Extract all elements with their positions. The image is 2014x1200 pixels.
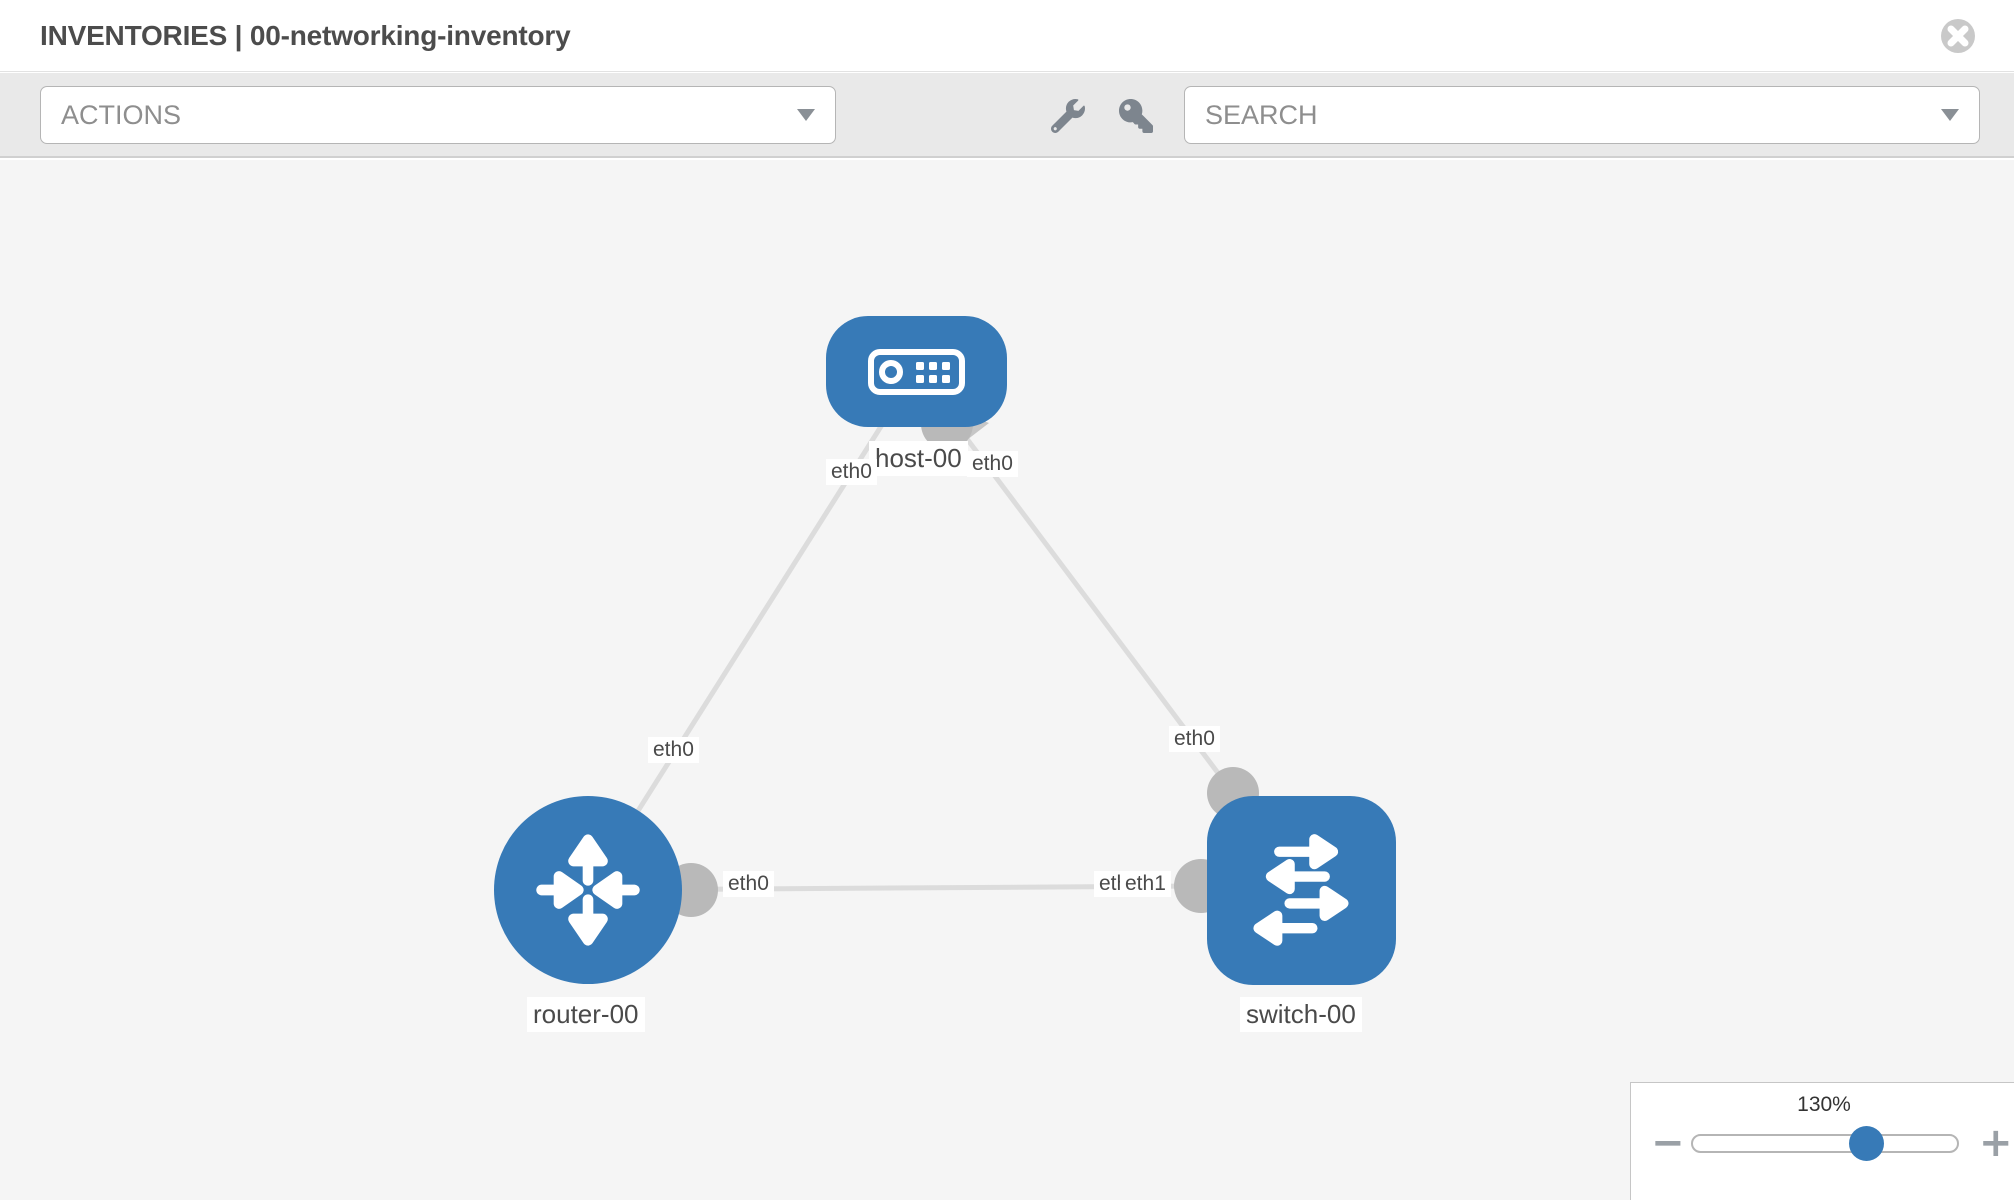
- router-icon: [536, 834, 640, 946]
- zoom-slider[interactable]: [1691, 1126, 1959, 1161]
- search-dropdown-label: SEARCH: [1205, 99, 1318, 130]
- topology-links-layer: [585, 369, 1259, 917]
- interface-label: eth0: [648, 737, 699, 763]
- search-dropdown[interactable]: SEARCH: [1184, 86, 1980, 144]
- topology-canvas[interactable]: host-00 router-00 switch-00 eth0 eth0 et…: [0, 160, 2014, 1200]
- zoom-level-value: 130%: [1797, 1093, 1851, 1116]
- interface-label: eth0: [1169, 726, 1220, 752]
- header-bar: INVENTORIES | 00-networking-inventory: [0, 0, 2014, 72]
- node-router-00[interactable]: [494, 796, 682, 984]
- interface-label: eth0: [826, 459, 877, 485]
- chevron-down-icon: [797, 109, 815, 121]
- page-title: INVENTORIES | 00-networking-inventory: [40, 20, 571, 51]
- zoom-in-button[interactable]: +: [1979, 1120, 2013, 1166]
- zoom-slider-thumb[interactable]: [1849, 1126, 1884, 1161]
- interface-label: eth1: [1120, 871, 1171, 897]
- credentials-button[interactable]: [1117, 97, 1155, 135]
- node-switch-00[interactable]: [1207, 796, 1396, 985]
- close-button[interactable]: [1939, 17, 1977, 55]
- zoom-out-button[interactable]: −: [1651, 1120, 1685, 1166]
- key-icon: [1119, 99, 1153, 133]
- wrench-icon: [1051, 99, 1085, 133]
- host-icon: [868, 348, 965, 395]
- interface-label: eth0: [967, 451, 1018, 477]
- node-label-router: router-00: [527, 997, 645, 1032]
- link-host-router[interactable]: [585, 369, 919, 892]
- toolbar: ACTIONS SEARCH: [0, 73, 2014, 158]
- actions-dropdown-label: ACTIONS: [61, 99, 182, 130]
- interface-label: eth0: [723, 871, 774, 897]
- node-label-switch: switch-00: [1240, 997, 1362, 1032]
- actions-dropdown[interactable]: ACTIONS: [40, 86, 836, 144]
- node-label-host: host-00: [869, 441, 968, 476]
- link-host-switch[interactable]: [914, 369, 1235, 795]
- configure-button[interactable]: [1049, 97, 1087, 135]
- node-host-00[interactable]: [826, 316, 1007, 427]
- chevron-down-icon: [1941, 109, 1959, 121]
- close-icon: [1941, 19, 1975, 53]
- zoom-control-panel: 130% − +: [1630, 1082, 2014, 1200]
- switch-icon: [1252, 833, 1348, 946]
